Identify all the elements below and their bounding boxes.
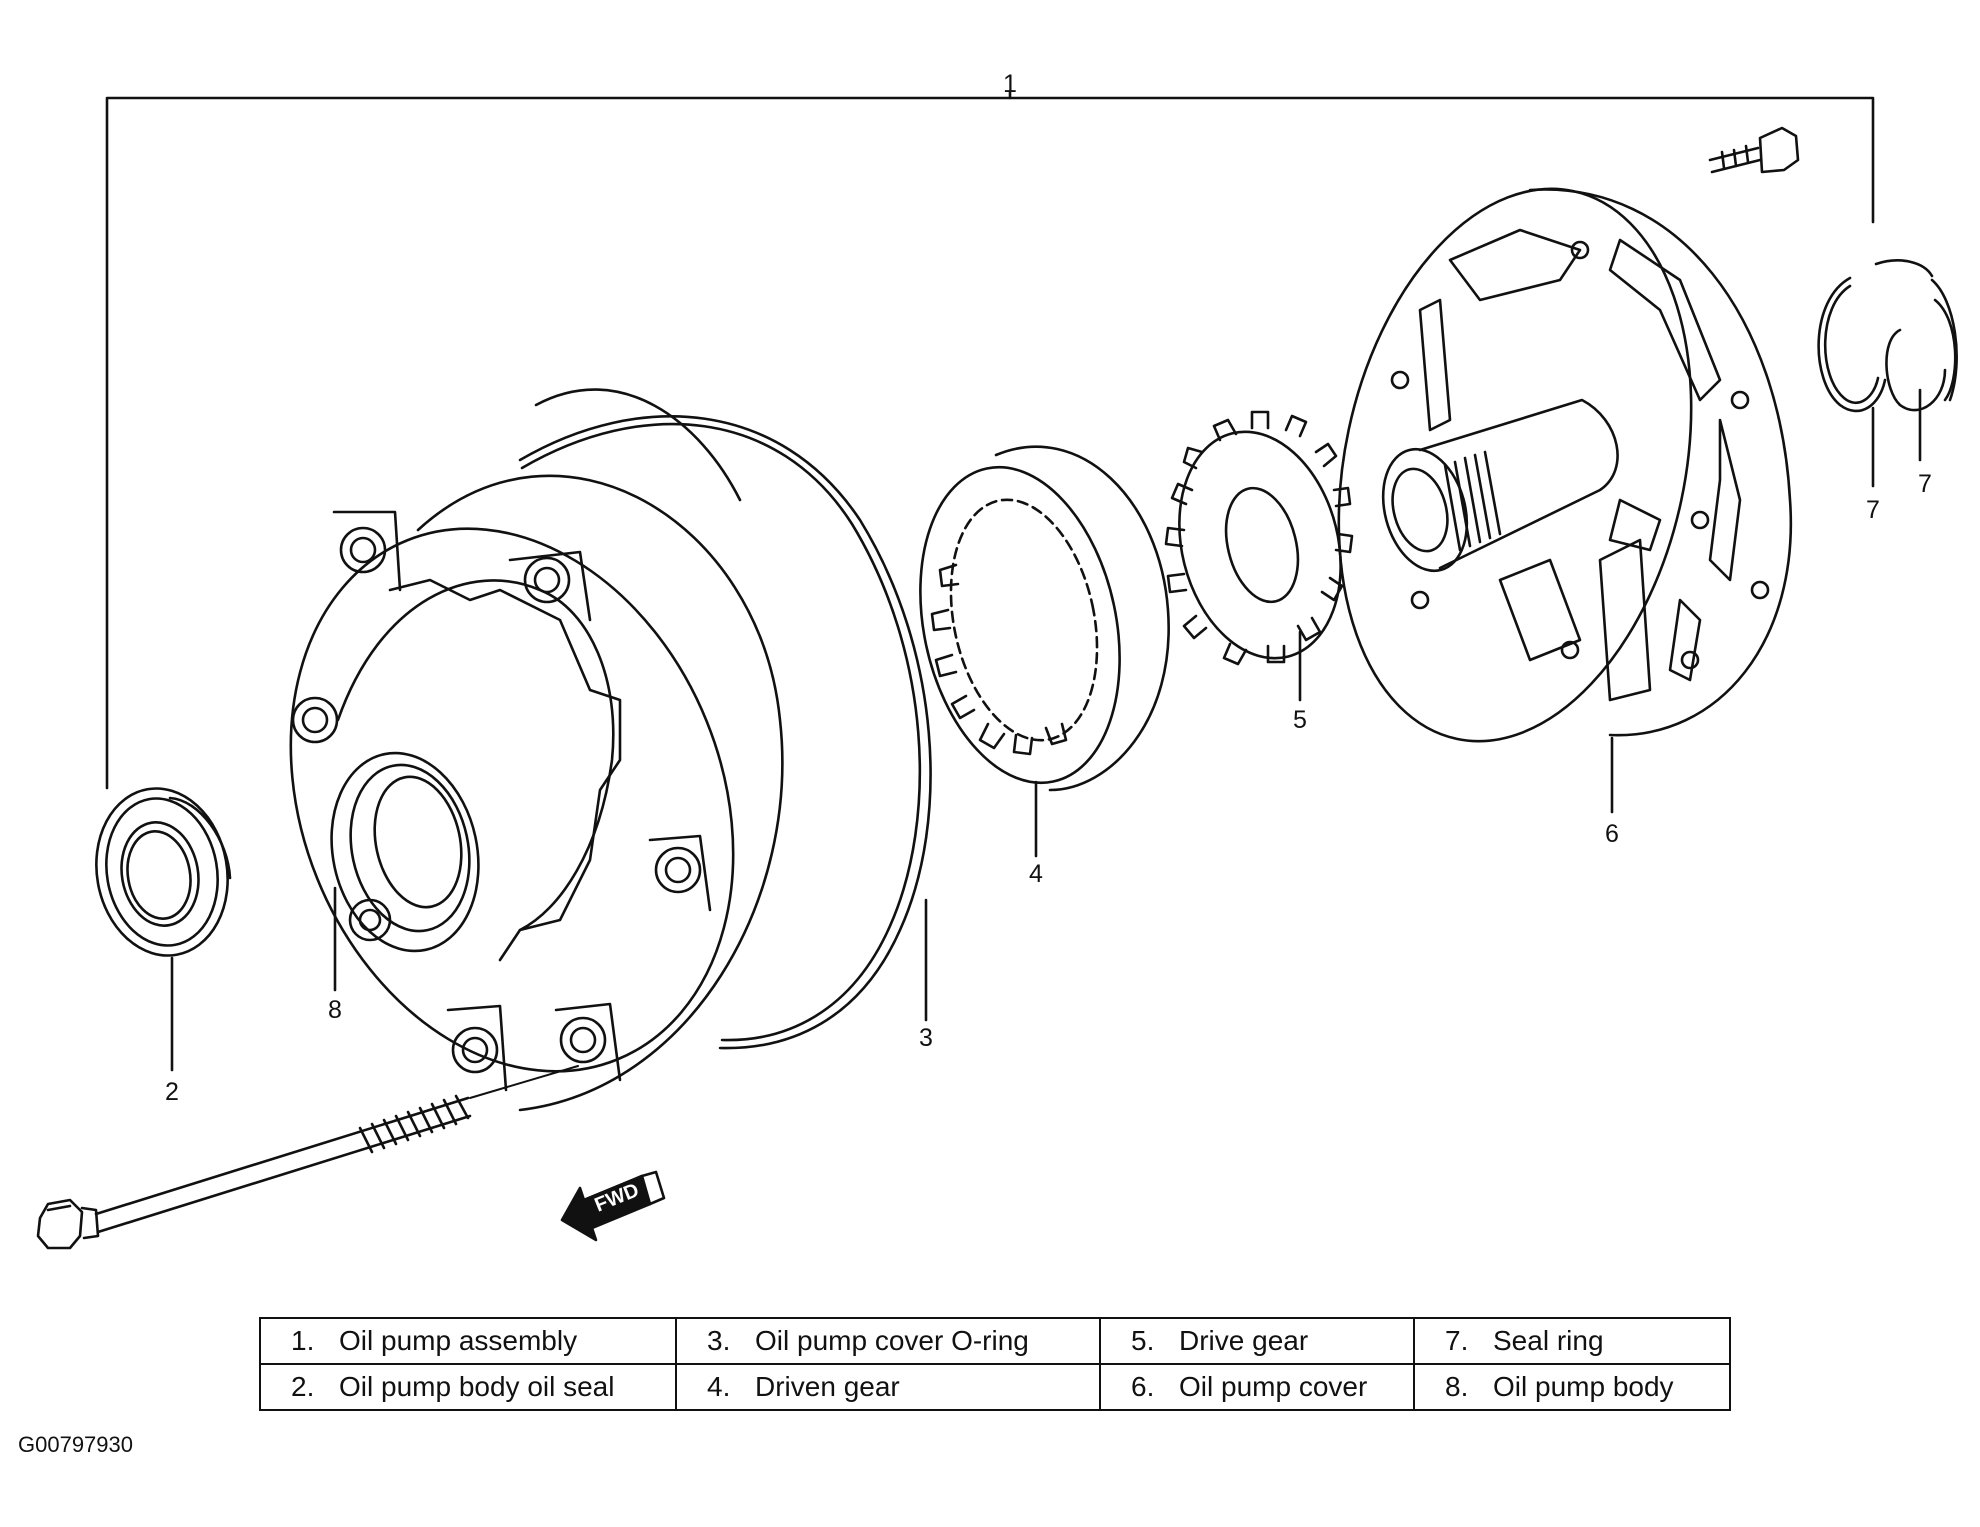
legend-cell: 8. Oil pump body — [1413, 1363, 1731, 1411]
legend-cell: 7. Seal ring — [1413, 1317, 1731, 1365]
legend-number: 6. — [1131, 1371, 1155, 1402]
figure-id: G00797930 — [18, 1432, 133, 1457]
seal-ring-part-a — [1817, 276, 1887, 413]
callout-3: 3 — [919, 1024, 933, 1052]
callout-1: 1 — [1003, 70, 1017, 98]
legend-cell: 1. Oil pump assembly — [259, 1317, 677, 1365]
o-ring-part — [518, 415, 932, 1050]
callout-5: 5 — [1293, 706, 1307, 734]
pump-bolt — [36, 1065, 579, 1250]
legend-label: Driven gear — [755, 1371, 900, 1402]
legend-cell: 3. Oil pump cover O-ring — [675, 1317, 1101, 1365]
legend-label: Seal ring — [1493, 1325, 1604, 1356]
legend-number: 5. — [1131, 1325, 1155, 1356]
assembly-bracket — [105, 96, 1875, 790]
callout-8: 8 — [328, 996, 342, 1024]
callout-7a: 7 — [1866, 496, 1880, 524]
legend-row: 1. Oil pump assembly 3. Oil pump cover O-r… — [259, 1317, 1731, 1365]
callout-2: 2 — [165, 1078, 179, 1106]
legend-cell: 6. Oil pump cover — [1099, 1363, 1415, 1411]
oil-seal-part — [95, 787, 232, 957]
fwd-arrow-icon — [560, 1170, 666, 1242]
legend-label: Oil pump cover — [1179, 1371, 1368, 1402]
legend-label: Oil pump cover O-ring — [755, 1325, 1029, 1356]
legend-cell: 2. Oil pump body oil seal — [259, 1363, 677, 1411]
legend-number: 3. — [707, 1325, 731, 1356]
driven-gear-part — [919, 445, 1170, 792]
legend-label: Drive gear — [1179, 1325, 1309, 1356]
legend-row: 2. Oil pump body oil seal 4. Driven gear 6… — [259, 1363, 1731, 1411]
legend-number: 1. — [291, 1325, 315, 1356]
callout-4: 4 — [1029, 860, 1043, 888]
parts-legend-table: 1. Oil pump assembly 3. Oil pump cover O-r… — [259, 1317, 1731, 1411]
legend-cell: 5. Drive gear — [1099, 1317, 1415, 1365]
legend-label: Oil pump assembly — [339, 1325, 578, 1356]
callout-7b: 7 — [1918, 470, 1932, 498]
oil-pump-body-part — [289, 388, 784, 1112]
legend-number: 7. — [1445, 1325, 1469, 1356]
legend-label: Oil pump body oil seal — [339, 1371, 615, 1402]
oil-pump-cover-part — [1337, 126, 1800, 743]
legend-label: Oil pump body — [1493, 1371, 1674, 1402]
legend-number: 8. — [1445, 1371, 1469, 1402]
legend-cell: 4. Driven gear — [675, 1363, 1101, 1411]
legend-number: 2. — [291, 1371, 315, 1402]
legend-number: 4. — [707, 1371, 731, 1402]
seal-ring-part-b — [1874, 259, 1958, 412]
drive-gear-part — [1164, 410, 1354, 666]
callout-6: 6 — [1605, 820, 1619, 848]
